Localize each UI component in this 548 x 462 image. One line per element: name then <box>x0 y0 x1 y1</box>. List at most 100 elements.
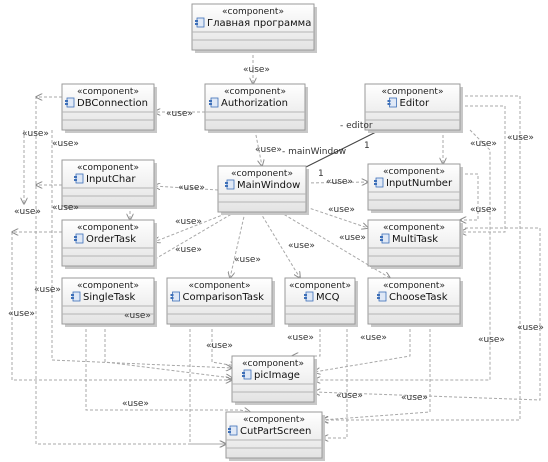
stereotype-label: «component» <box>289 281 351 291</box>
use-label: «use» <box>8 309 35 319</box>
use-label: «use» <box>175 245 202 255</box>
use-label: «use» <box>360 333 387 343</box>
stereotype-label: «component» <box>77 223 139 233</box>
dependency-edge <box>230 211 246 278</box>
use-label: «use» <box>255 145 282 155</box>
stereotype-label: «component» <box>242 359 304 369</box>
component-icon <box>242 369 252 380</box>
component-single-task[interactable]: «component»SingleTask <box>61 277 157 327</box>
component-icon <box>209 97 219 108</box>
component-name: picImage <box>254 370 300 381</box>
component-name: DBConnection <box>77 98 148 109</box>
dependency-edge <box>254 129 262 166</box>
component-authorization[interactable]: «component»Authorization <box>204 83 308 133</box>
dependency-edge <box>460 105 506 232</box>
component-name: MainWindow <box>237 180 300 191</box>
use-label: «use» <box>470 139 497 149</box>
component-nodes: «component»Главная программа«component»D… <box>61 3 463 461</box>
component-name: CutPartScreen <box>240 426 311 437</box>
dependency-edge <box>259 211 300 278</box>
use-label: «use» <box>470 205 497 215</box>
stereotype-label: «component» <box>77 281 139 291</box>
role-label-main-window: - mainWindow <box>282 147 346 157</box>
component-icon <box>74 233 84 244</box>
stereotype-label: «component» <box>231 169 293 179</box>
component-icon <box>170 291 180 302</box>
component-icon <box>65 97 75 108</box>
dependency-edge <box>314 324 411 372</box>
component-icon <box>228 425 238 436</box>
component-name: Authorization <box>221 98 288 109</box>
component-icon <box>71 291 81 302</box>
use-label: «use» <box>14 207 41 217</box>
stereotype-label: «component» <box>189 281 251 291</box>
use-label: «use» <box>401 393 428 403</box>
use-label: «use» <box>34 285 61 295</box>
multiplicity-label-main-window-end: 1 <box>318 169 324 179</box>
component-name: ComparisonTask <box>183 292 265 303</box>
role-label-editor: - editor <box>340 121 373 131</box>
use-label: «use» <box>288 241 315 251</box>
stereotype-label: «component» <box>224 87 286 97</box>
component-main-program[interactable]: «component»Главная программа <box>191 3 317 53</box>
component-name: InputChar <box>86 174 136 185</box>
dependency-edges <box>11 50 541 444</box>
component-name: SingleTask <box>83 292 136 303</box>
use-label: «use» <box>328 205 355 215</box>
component-icon <box>304 291 314 302</box>
component-name: Главная программа <box>207 18 311 29</box>
component-multi-task[interactable]: «component»MultiTask <box>367 219 463 269</box>
use-label: «use» <box>336 391 363 401</box>
use-label: «use» <box>478 335 505 345</box>
association-line <box>299 129 381 171</box>
dependency-edge <box>51 130 232 368</box>
component-name: InputNumber <box>386 178 453 189</box>
stereotype-label: «component» <box>77 163 139 173</box>
dependency-edge <box>104 324 232 378</box>
stereotype-label: «component» <box>382 87 444 97</box>
component-comparison-task[interactable]: «component»ComparisonTask <box>166 277 275 327</box>
component-pic-image[interactable]: «component»picImage <box>231 355 317 405</box>
dependency-edge <box>305 206 368 228</box>
component-input-char[interactable]: «component»InputChar <box>61 159 157 209</box>
use-label: «use» <box>287 333 314 343</box>
component-choose-task[interactable]: «component»ChooseTask <box>367 277 463 327</box>
use-label: «use» <box>166 109 193 119</box>
dependency-edge <box>154 186 219 191</box>
stereotype-label: «component» <box>383 167 445 177</box>
component-icon <box>374 177 384 188</box>
use-label: «use» <box>339 233 366 243</box>
component-input-number[interactable]: «component»InputNumber <box>367 163 463 213</box>
component-mcq[interactable]: «component»MCQ <box>284 277 358 327</box>
use-label: «use» <box>178 183 205 193</box>
dependency-edge <box>11 232 232 380</box>
use-label: «use» <box>507 133 534 143</box>
component-main-window[interactable]: «component»MainWindow <box>217 165 309 215</box>
use-label: «use» <box>243 65 270 75</box>
stereotype-label: «component» <box>383 223 445 233</box>
component-cut-part-screen[interactable]: «component»CutPartScreen <box>225 411 325 461</box>
dependency-edge <box>314 227 541 401</box>
dependency-edge <box>460 173 479 220</box>
use-label: «use» <box>517 323 544 333</box>
component-name: ChooseTask <box>389 292 448 303</box>
component-name: Editor <box>400 98 430 109</box>
use-label: «use» <box>52 139 79 149</box>
component-icon <box>225 179 235 190</box>
dependency-edge <box>35 96 226 444</box>
stereotype-label: «component» <box>77 87 139 97</box>
component-name: MCQ <box>316 292 340 303</box>
dependency-edge <box>154 211 231 242</box>
stereotype-label: «component» <box>383 281 445 291</box>
component-order-task[interactable]: «component»OrderTask <box>61 219 157 269</box>
dependency-edge <box>322 95 521 420</box>
component-icon <box>377 291 387 302</box>
dependency-edge <box>322 324 431 420</box>
component-icon <box>387 97 397 108</box>
use-label: «use» <box>326 177 353 187</box>
component-editor[interactable]: «component»Editor <box>364 83 463 133</box>
component-db-connection[interactable]: «component»DBConnection <box>61 83 157 133</box>
use-label: «use» <box>234 255 261 265</box>
use-label: «use» <box>175 217 202 227</box>
